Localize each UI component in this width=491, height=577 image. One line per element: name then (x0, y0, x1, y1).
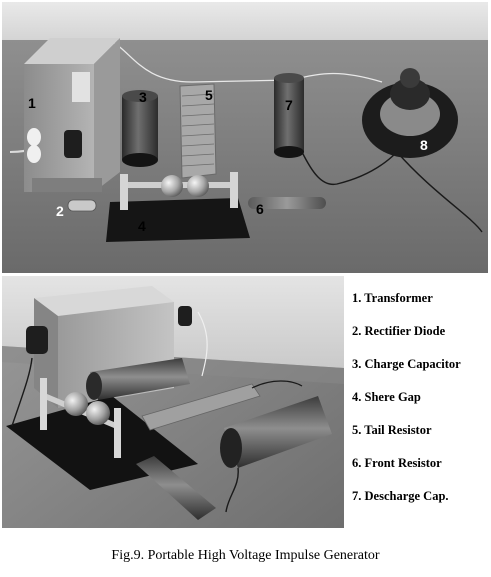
legend-item-sphere-gap: 4. Shere Gap (352, 390, 421, 404)
bottom-photo-illustration (2, 276, 344, 528)
callout-6: 6 (256, 201, 264, 217)
legend-item-charge-capacitor: 3. Charge Capacitor (352, 357, 461, 371)
callout-1: 1 (28, 95, 36, 111)
bottom-photo (2, 276, 344, 528)
component-legend: 1. Transformer 2. Rectifier Diode 3. Cha… (352, 282, 490, 513)
callout-8: 8 (420, 137, 428, 153)
callout-4: 4 (138, 218, 146, 234)
legend-item-tail-resistor: 5. Tail Resistor (352, 423, 432, 437)
figure-caption: Fig.9. Portable High Voltage Impulse Gen… (111, 548, 380, 563)
callout-7: 7 (285, 97, 293, 113)
callout-5: 5 (205, 87, 213, 103)
callout-2: 2 (56, 203, 64, 219)
legend-item-discharge-capacitor: 7. Descharge Cap. (352, 489, 449, 503)
legend-item-rectifier-diode: 2. Rectifier Diode (352, 324, 446, 338)
top-photo-illustration: 1 2 3 4 5 6 7 8 (2, 2, 488, 273)
legend-item-front-resistor: 6. Front Resistor (352, 456, 442, 470)
callout-3: 3 (139, 89, 147, 105)
legend-item-transformer: 1. Transformer (352, 291, 433, 305)
top-photo: 1 2 3 4 5 6 7 8 (2, 2, 488, 273)
